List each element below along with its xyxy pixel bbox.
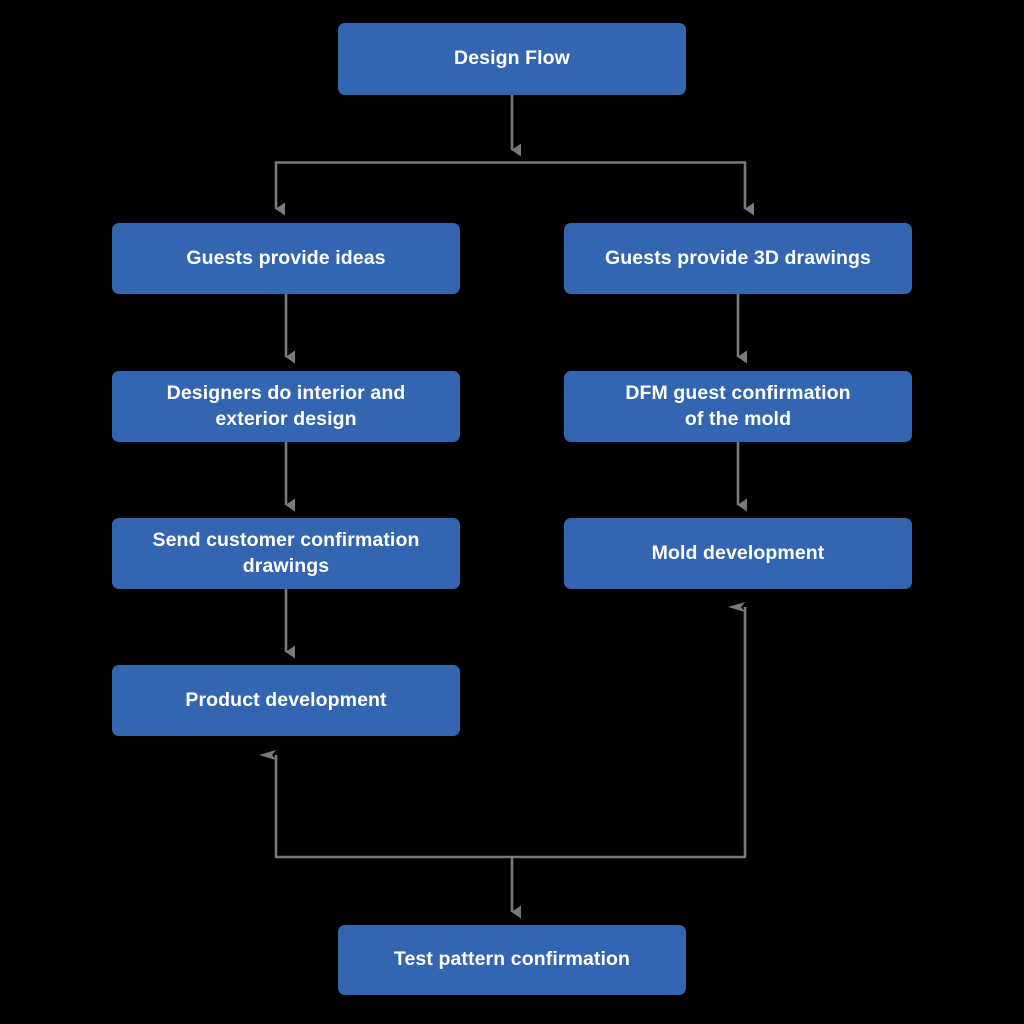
node-test-pattern-confirmation-label: Test pattern confirmation xyxy=(393,948,631,971)
node-product-development-label: Product development xyxy=(185,688,387,711)
node-send-customer-confirmation-drawings[interactable]: Send customer confirmation drawings xyxy=(112,518,460,589)
node-designers-do-design[interactable]: Designers do interior and exterior desig… xyxy=(112,371,460,442)
node-design-flow[interactable]: Design Flow xyxy=(338,23,686,95)
node-dfm-guest-confirmation[interactable]: DFM guest confirmation of the mold xyxy=(564,371,912,442)
node-product-development[interactable]: Product development xyxy=(112,665,460,736)
node-send-customer-confirmation-drawings-label: Send customer confirmation drawings xyxy=(152,528,420,577)
node-test-pattern-confirmation[interactable]: Test pattern confirmation xyxy=(338,925,686,995)
node-guests-provide-ideas-label: Guests provide ideas xyxy=(186,246,386,269)
node-guests-provide-3d-drawings[interactable]: Guests provide 3D drawings xyxy=(564,223,912,294)
node-mold-development[interactable]: Mold development xyxy=(564,518,912,589)
node-dfm-guest-confirmation-label: DFM guest confirmation of the mold xyxy=(625,381,851,430)
node-guests-provide-3d-drawings-label: Guests provide 3D drawings xyxy=(605,246,871,269)
node-design-flow-label: Design Flow xyxy=(454,47,570,70)
node-designers-do-design-label: Designers do interior and exterior desig… xyxy=(166,381,406,430)
node-mold-development-label: Mold development xyxy=(651,541,825,564)
node-guests-provide-ideas[interactable]: Guests provide ideas xyxy=(112,223,460,294)
